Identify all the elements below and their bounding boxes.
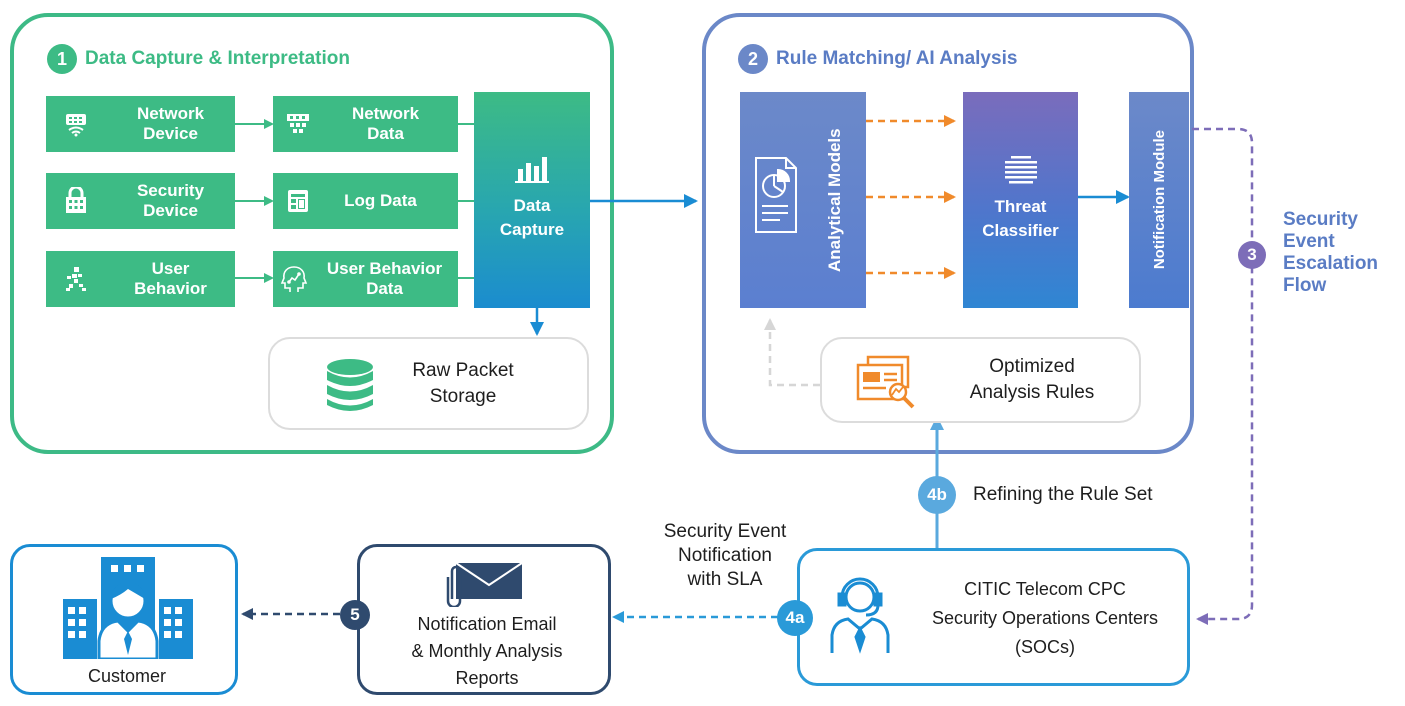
security-device-icon xyxy=(46,187,106,215)
network-data-icon xyxy=(273,112,323,136)
reports-line1: Notification Email xyxy=(417,614,557,634)
network-device-icon xyxy=(46,111,106,137)
phase3-number-badge: 3 xyxy=(1238,241,1266,269)
analytical-models-box: Analytical Models xyxy=(740,92,866,308)
optimized-line2: Analysis Rules xyxy=(969,382,1095,403)
notification-module-label: Notification Module xyxy=(1150,130,1168,270)
notification-module-box: Notification Module xyxy=(1129,92,1189,308)
data-network-line2: Data xyxy=(367,124,404,143)
user-behavior-data-icon xyxy=(273,264,315,294)
customer-building-icon xyxy=(63,553,193,664)
soc-line2: Security Operations Centers xyxy=(931,608,1159,628)
database-icon xyxy=(325,358,375,419)
arrow-escalation-flow xyxy=(1192,127,1254,625)
threat-line2: Classifier xyxy=(982,221,1059,240)
optimized-line1: Optimized xyxy=(989,356,1075,377)
log-data-icon xyxy=(273,189,323,213)
data-capture-line1: Data xyxy=(513,196,551,215)
phase1-title-text: Data Capture & Interpretation xyxy=(85,48,350,69)
optimized-analysis-rules: Optimized Analysis Rules xyxy=(820,337,1141,423)
data-user-line1: User Behavior xyxy=(326,259,443,278)
source-security-line1: Security xyxy=(136,181,205,200)
list-icon xyxy=(963,154,1078,191)
customer-box: Customer xyxy=(10,544,238,695)
step4a-badge: 4a xyxy=(777,600,813,636)
bar-chart-icon xyxy=(474,155,590,190)
data-log: Log Data xyxy=(273,173,458,229)
step4b-label: Refining the Rule Set xyxy=(973,484,1153,505)
storage-line2: Storage xyxy=(429,386,497,407)
report-chart-icon xyxy=(754,156,798,239)
source-user-line1: User xyxy=(151,259,190,278)
reports-line2: & Monthly Analysis xyxy=(411,641,563,661)
phase2-title: 2 Rule Matching/ AI Analysis xyxy=(738,44,1017,74)
data-user-line2: Data xyxy=(366,279,403,298)
phase2-number-badge: 2 xyxy=(738,44,768,74)
phase3-label: Security Event Escalation Flow xyxy=(1283,209,1378,297)
data-capture-line2: Capture xyxy=(499,220,565,239)
step4a-line3: with SLA xyxy=(687,569,763,590)
source-network-line1: Network xyxy=(136,104,205,123)
phase3-line4: Flow xyxy=(1283,275,1327,296)
source-user-line2: Behavior xyxy=(134,279,207,298)
raw-packet-storage: Raw Packet Storage xyxy=(268,337,589,430)
threat-line1: Threat xyxy=(994,197,1047,216)
operator-headset-icon xyxy=(828,573,892,660)
phase2-title-text: Rule Matching/ AI Analysis xyxy=(776,48,1018,69)
reports-line3: Reports xyxy=(455,668,519,688)
phase1-number-badge: 1 xyxy=(47,44,77,74)
analytical-models-label: Analytical Models xyxy=(825,128,844,272)
email-icon xyxy=(444,557,534,612)
customer-label: Customer xyxy=(87,666,167,686)
soc-line1: CITIC Telecom CPC xyxy=(964,579,1126,599)
data-log-line1: Log Data xyxy=(344,191,417,210)
step5-badge: 5 xyxy=(340,600,370,630)
soc-line3: (SOCs) xyxy=(1015,637,1075,657)
step4a-line1: Security Event xyxy=(663,521,787,542)
phase3-line2: Event xyxy=(1283,231,1335,252)
data-network-line1: Network xyxy=(351,104,420,123)
source-security-line2: Device xyxy=(143,201,198,220)
reports-box: Notification Email & Monthly Analysis Re… xyxy=(357,544,611,695)
phase3-line3: Escalation xyxy=(1283,253,1379,274)
threat-classifier-box: Threat Classifier xyxy=(963,92,1078,308)
arrow-optimized-models xyxy=(764,318,820,387)
storage-line1: Raw Packet xyxy=(412,360,514,381)
step4b-badge: 4b xyxy=(918,476,956,514)
user-behavior-icon xyxy=(46,266,106,292)
step4a-line2: Notification xyxy=(678,545,772,566)
soc-box: CITIC Telecom CPC Security Operations Ce… xyxy=(797,548,1190,686)
data-capture-box: Data Capture xyxy=(474,92,590,308)
phase1-title: 1 Data Capture & Interpretation xyxy=(47,44,350,74)
phase3-line1: Security xyxy=(1283,209,1358,230)
analysis-rules-icon xyxy=(856,355,918,414)
source-network-line2: Device xyxy=(143,124,198,143)
step4a-label: Security Event Notification with SLA xyxy=(630,520,820,592)
